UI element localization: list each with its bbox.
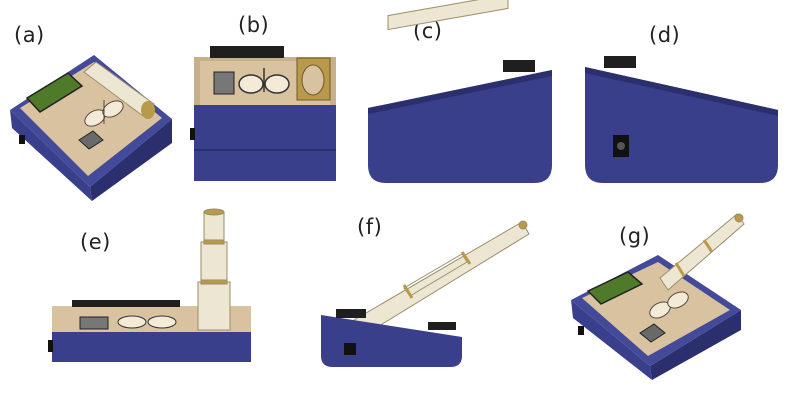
- lung-icon: [649, 291, 689, 319]
- power-jack: [578, 326, 584, 335]
- panel-label-g: (g): [619, 224, 651, 248]
- panel-label-d: (d): [649, 23, 681, 47]
- panel-label-f: (f): [357, 215, 383, 239]
- push-button: [79, 316, 109, 330]
- handle-bar: [604, 56, 636, 68]
- panel-label-a: (a): [14, 23, 45, 47]
- handle-bar: [336, 309, 366, 318]
- spirometer-tube: [83, 61, 155, 119]
- spirometer-tube: [659, 213, 745, 291]
- push-button: [78, 130, 104, 150]
- power-jack: [344, 343, 356, 355]
- lcd-display: [25, 72, 84, 113]
- handle-bar: [503, 60, 535, 72]
- spirometer-tube: [197, 208, 231, 331]
- push-button: [639, 323, 666, 343]
- push-button: [213, 71, 235, 95]
- power-jack: [48, 340, 53, 352]
- lung-icon: [117, 315, 177, 329]
- lung-icon: [238, 68, 290, 94]
- lung-icon: [84, 100, 124, 127]
- panel-label-b: (b): [238, 13, 270, 37]
- power-jack: [19, 135, 25, 144]
- handle-bar: [210, 46, 284, 58]
- handle-bar: [72, 300, 180, 307]
- panel-label-e: (e): [80, 230, 111, 254]
- power-jack: [190, 128, 195, 140]
- lcd-display: [586, 271, 644, 305]
